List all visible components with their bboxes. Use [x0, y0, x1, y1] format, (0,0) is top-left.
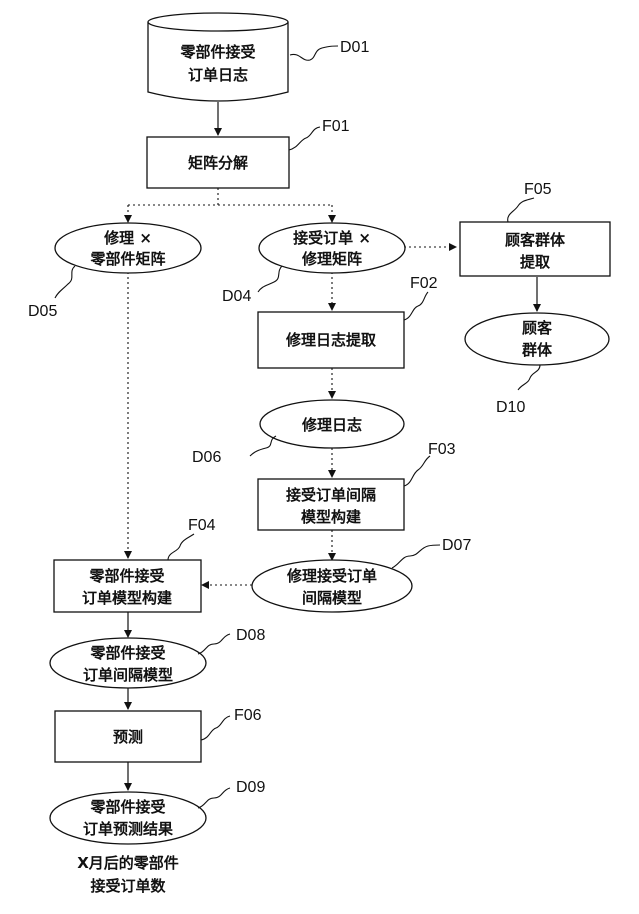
d08-line-1: 零部件接受 — [89, 644, 165, 662]
d08-leader — [198, 634, 230, 654]
f03-line-1: 接受订单间隔 — [286, 486, 376, 504]
footer-caption: X月后的零部件 接受订单数 — [77, 854, 179, 895]
d01-body — [148, 22, 288, 101]
node-d01: 零部件接受 订单日志 D01 — [148, 13, 369, 101]
d04-line-1: 接受订单 × — [293, 229, 371, 247]
d10-leader — [518, 365, 540, 390]
d07-ref: D07 — [442, 537, 471, 554]
node-d06: 修理日志 D06 — [192, 400, 404, 466]
d05-line-1: 修理 × — [103, 229, 152, 247]
node-f02: 修理日志提取 F02 — [258, 275, 438, 368]
f04-ref: F04 — [188, 517, 216, 534]
d10-line-2: 群体 — [522, 341, 553, 359]
d08-ref: D08 — [236, 627, 265, 644]
d05-ref: D05 — [28, 303, 57, 320]
node-f06: 预测 F06 — [55, 707, 262, 762]
footer-line-1: X月后的零部件 — [77, 854, 179, 872]
f02-leader — [404, 292, 428, 320]
d01-line-2: 订单日志 — [188, 66, 248, 84]
d09-ref: D09 — [236, 779, 265, 796]
d05-leader — [55, 266, 75, 298]
f05-ref: F05 — [524, 181, 552, 198]
f05-line-2: 提取 — [520, 253, 551, 271]
d05-line-2: 零部件矩阵 — [89, 250, 165, 268]
node-d04: 接受订单 × 修理矩阵 D04 — [222, 223, 405, 305]
d04-ref: D04 — [222, 288, 251, 305]
f02-ref: F02 — [410, 275, 438, 292]
d10-line-1: 顾客 — [522, 319, 553, 337]
f04-leader — [168, 534, 194, 560]
f02-line-1: 修理日志提取 — [285, 331, 377, 349]
f01-leader — [289, 127, 320, 150]
d04-leader — [258, 266, 282, 292]
d07-line-1: 修理接受订单 — [286, 567, 377, 585]
d09-leader — [198, 788, 230, 808]
node-d09: 零部件接受 订单预测结果 D09 — [50, 779, 265, 844]
footer-line-2: 接受订单数 — [90, 877, 166, 895]
f03-ref: F03 — [428, 441, 456, 458]
d10-ref: D10 — [496, 399, 525, 416]
f06-line-1: 预测 — [113, 728, 143, 746]
d04-line-2: 修理矩阵 — [301, 250, 362, 268]
d07-line-2: 间隔模型 — [302, 589, 362, 607]
node-f03: 接受订单间隔 模型构建 F03 — [258, 441, 456, 530]
f06-leader — [201, 716, 230, 740]
f05-line-1: 顾客群体 — [505, 231, 566, 249]
f03-leader — [404, 456, 430, 486]
d09-line-1: 零部件接受 — [89, 798, 165, 816]
d07-leader — [392, 545, 440, 568]
f03-line-2: 模型构建 — [301, 508, 362, 526]
f04-line-1: 零部件接受 — [88, 567, 164, 585]
d06-leader — [250, 436, 276, 456]
d08-line-2: 订单间隔模型 — [83, 666, 173, 684]
f01-line-1: 矩阵分解 — [188, 154, 248, 172]
node-d07: 修理接受订单 间隔模型 D07 — [252, 537, 471, 612]
d01-top — [148, 13, 288, 31]
d09-line-2: 订单预测结果 — [83, 820, 174, 838]
f06-ref: F06 — [234, 707, 262, 724]
d01-line-1: 零部件接受 — [179, 43, 255, 61]
node-f05: 顾客群体 提取 F05 — [460, 181, 610, 276]
f04-line-2: 订单模型构建 — [82, 589, 173, 607]
d01-ref: D01 — [340, 39, 369, 56]
d06-line-1: 修理日志 — [301, 416, 362, 434]
node-f04: 零部件接受 订单模型构建 F04 — [54, 517, 216, 612]
node-d10: 顾客 群体 D10 — [465, 313, 609, 416]
node-d05: 修理 × 零部件矩阵 D05 — [28, 223, 201, 320]
f01-ref: F01 — [322, 118, 350, 135]
node-d08: 零部件接受 订单间隔模型 D08 — [50, 627, 265, 688]
node-f01: 矩阵分解 F01 — [147, 118, 350, 188]
d06-ref: D06 — [192, 449, 221, 466]
d01-leader — [290, 46, 338, 60]
f05-leader — [508, 198, 534, 222]
